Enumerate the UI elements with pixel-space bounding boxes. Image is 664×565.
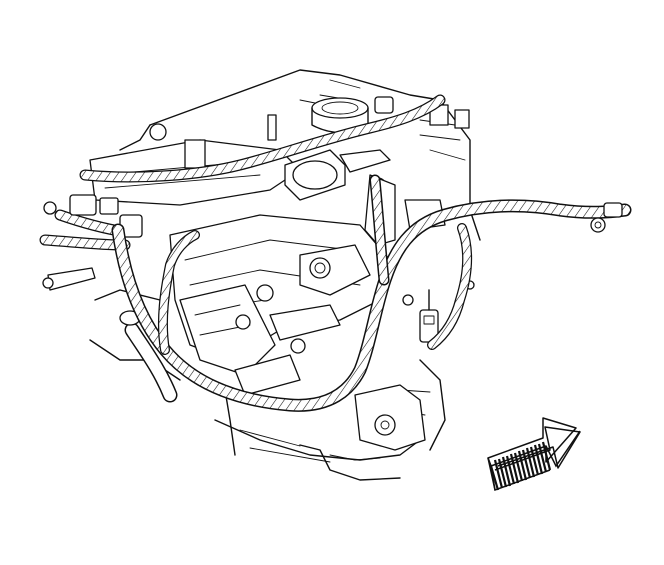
ground-ring-terminal xyxy=(590,202,623,233)
coolant-hose xyxy=(119,310,178,403)
engine-wiring-harness xyxy=(111,174,632,412)
view-direction-arrow-icon xyxy=(487,417,581,492)
intake-manifold xyxy=(169,214,391,396)
lower-components xyxy=(354,174,475,451)
oil-pan-edge xyxy=(299,444,401,481)
engine-block-outline xyxy=(89,69,481,463)
left-harness-connectors xyxy=(42,194,143,291)
